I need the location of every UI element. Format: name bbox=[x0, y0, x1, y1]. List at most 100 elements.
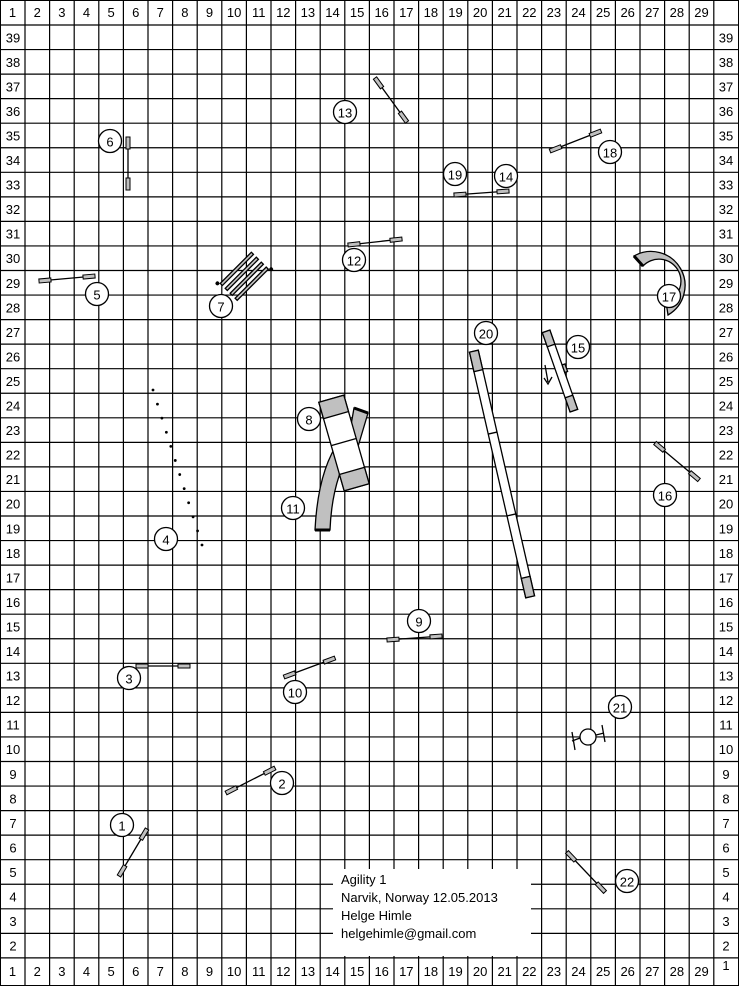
svg-text:1: 1 bbox=[118, 819, 125, 834]
row-label: 20 bbox=[719, 497, 733, 512]
row-label: 37 bbox=[6, 79, 20, 94]
column-label: 5 bbox=[107, 5, 114, 20]
row-label: 25 bbox=[719, 374, 733, 389]
column-label: 18 bbox=[424, 5, 438, 20]
row-label: 28 bbox=[719, 300, 733, 315]
row-label: 34 bbox=[6, 153, 20, 168]
row-label: 17 bbox=[6, 570, 20, 585]
arrow-icon bbox=[543, 364, 553, 386]
svg-text:21: 21 bbox=[613, 701, 627, 716]
row-label: 26 bbox=[719, 349, 733, 364]
jump-wing bbox=[135, 663, 149, 669]
row-label: 14 bbox=[719, 644, 733, 659]
jump-wing bbox=[653, 440, 667, 453]
column-label: 16 bbox=[374, 964, 388, 979]
column-label: 21 bbox=[497, 5, 511, 20]
column-label: 1 bbox=[9, 5, 16, 20]
row-label: 18 bbox=[6, 546, 20, 561]
jump-wing bbox=[372, 76, 385, 90]
column-label: 9 bbox=[206, 5, 213, 20]
column-label: 5 bbox=[107, 964, 114, 979]
row-label: 38 bbox=[719, 55, 733, 70]
row-label: 31 bbox=[719, 227, 733, 242]
column-label: 21 bbox=[497, 964, 511, 979]
obstacle-number-12: 12 bbox=[341, 247, 367, 273]
obstacle-number-20: 20 bbox=[473, 320, 499, 346]
column-label: 18 bbox=[424, 964, 438, 979]
jump-wing bbox=[389, 236, 403, 243]
aframe-8 bbox=[318, 394, 370, 492]
weave-pole bbox=[151, 388, 155, 392]
row-label: 24 bbox=[6, 399, 20, 414]
row-label: 31 bbox=[6, 227, 20, 242]
weave-pole bbox=[178, 473, 182, 476]
row-label: 25 bbox=[6, 374, 20, 389]
row-label: 21 bbox=[6, 472, 20, 487]
jump bbox=[116, 827, 150, 878]
seesaw-15 bbox=[541, 329, 579, 413]
weave-pole bbox=[164, 430, 168, 434]
row-label: 32 bbox=[719, 202, 733, 217]
column-label: 22 bbox=[522, 5, 536, 20]
jump bbox=[386, 633, 443, 643]
row-label: 8 bbox=[722, 791, 729, 806]
weave-pole bbox=[169, 444, 173, 448]
row-label: 29 bbox=[6, 276, 20, 291]
obstacle-number-14: 14 bbox=[493, 163, 519, 189]
obstacle-number-3: 3 bbox=[116, 665, 142, 691]
obstacle-number-9: 9 bbox=[406, 608, 432, 634]
jump bbox=[548, 128, 603, 154]
column-label: 14 bbox=[325, 5, 339, 20]
obstacle-number-1: 1 bbox=[109, 812, 135, 838]
svg-text:13: 13 bbox=[338, 106, 352, 121]
row-label: 35 bbox=[719, 128, 733, 143]
jump-wing bbox=[594, 881, 608, 895]
jump bbox=[347, 236, 403, 248]
jump-wing bbox=[397, 110, 410, 124]
row-label: 12 bbox=[6, 693, 20, 708]
jump bbox=[453, 188, 510, 198]
row-label: 15 bbox=[6, 619, 20, 634]
row-label: 7 bbox=[722, 816, 729, 831]
column-label: 28 bbox=[670, 5, 684, 20]
row-label: 32 bbox=[6, 202, 20, 217]
jump-wing bbox=[38, 277, 52, 284]
obstacle-number-4: 4 bbox=[153, 526, 179, 552]
row-label: 27 bbox=[719, 325, 733, 340]
svg-text:5: 5 bbox=[93, 288, 100, 303]
svg-text:4: 4 bbox=[162, 533, 169, 548]
jump bbox=[125, 136, 131, 191]
obstacle-number-5: 5 bbox=[84, 281, 110, 307]
row-label: 21 bbox=[719, 472, 733, 487]
row-label: 7 bbox=[9, 816, 16, 831]
column-label: 10 bbox=[227, 5, 241, 20]
row-label: 36 bbox=[6, 104, 20, 119]
column-label: 3 bbox=[58, 5, 65, 20]
row-label: 4 bbox=[722, 890, 729, 905]
column-label: 12 bbox=[276, 964, 290, 979]
svg-text:6: 6 bbox=[106, 135, 113, 150]
row-label: 39 bbox=[719, 30, 733, 45]
weave-pole bbox=[200, 543, 204, 547]
weave-pole bbox=[173, 459, 177, 462]
column-label: 29 bbox=[694, 5, 708, 20]
row-label: 24 bbox=[719, 399, 733, 414]
obstacle-number-13: 13 bbox=[332, 99, 358, 125]
column-label: 20 bbox=[473, 964, 487, 979]
row-label: 22 bbox=[719, 448, 733, 463]
obstacle-number-17: 17 bbox=[656, 283, 682, 309]
svg-text:15: 15 bbox=[571, 341, 585, 356]
weave-pole bbox=[191, 515, 195, 519]
obstacle-number-22: 22 bbox=[614, 868, 640, 894]
column-label: 15 bbox=[350, 964, 364, 979]
column-label: 3 bbox=[58, 964, 65, 979]
row-label: 19 bbox=[719, 521, 733, 536]
column-label: 4 bbox=[83, 5, 90, 20]
svg-text:20: 20 bbox=[479, 327, 493, 342]
row-label: 30 bbox=[719, 251, 733, 266]
row-label: 14 bbox=[6, 644, 20, 659]
jump-wing bbox=[138, 827, 150, 842]
column-label: 10 bbox=[227, 964, 241, 979]
jump-wing bbox=[322, 655, 337, 665]
